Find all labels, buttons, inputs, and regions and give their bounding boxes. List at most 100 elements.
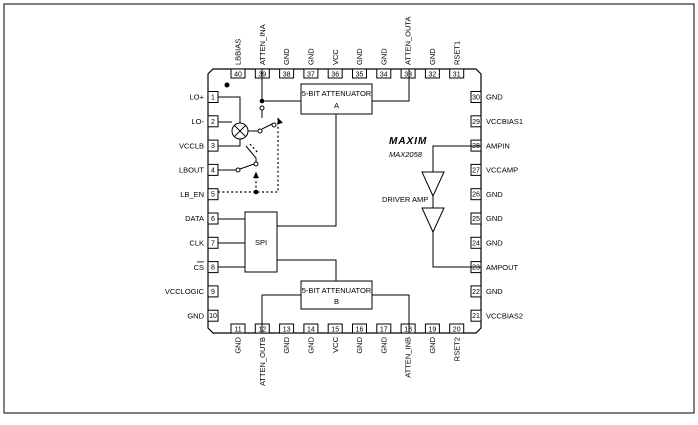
pin-17-box: [376, 323, 392, 334]
pin-label-lbbias: LBBIAS: [234, 39, 243, 65]
pin-label-rset1: RSET1: [452, 41, 461, 65]
pin-24-box: [470, 236, 482, 249]
pin-label-gnd: GND: [355, 48, 364, 65]
pin-label-data: DATA: [185, 214, 204, 223]
pin-label-gnd: GND: [355, 336, 364, 353]
pin-14-number: 14: [307, 326, 315, 333]
spi-label: SPI: [255, 238, 267, 247]
pin-label-atten-ina: ATTEN_INA: [258, 24, 267, 65]
pin-22-number: 22: [472, 289, 480, 296]
figure-frame: [3, 3, 695, 414]
lbout-switch-arm: [239, 163, 255, 170]
pin-label-gnd: GND: [486, 239, 503, 248]
pin-label-atten-outa: ATTEN_OUTA: [404, 17, 413, 65]
pin-label-gnd: GND: [234, 336, 243, 353]
pin-13-box: [279, 323, 295, 334]
atten-b-line2: B: [334, 297, 339, 306]
pin-15-number: 15: [331, 326, 339, 333]
pin-30-box: [470, 91, 482, 103]
wire-ampin: [432, 145, 481, 172]
mixer-cross: [233, 124, 247, 138]
pin-36: 36 VCC: [327, 49, 343, 79]
pin-34-box: [376, 68, 392, 79]
pin-17-number: 17: [380, 326, 388, 333]
pins-layer: 1LO+2LO-3VCCLB4LBOUT5LB_EN6DATA7CLK8CS9V…: [165, 17, 523, 387]
pin-33-box: [400, 68, 416, 79]
pin-35-box: [352, 68, 367, 79]
driver-amp-stage2: [421, 207, 445, 234]
pin-label-atten-outb: ATTEN_OUTB: [258, 337, 267, 386]
wire-atten-inb: [372, 294, 410, 333]
pin-30-number: 30: [472, 95, 480, 102]
pin-2-number: 2: [211, 119, 215, 126]
pin-24: 24 GND: [470, 236, 503, 249]
pin-label-lb-en: LB_EN: [180, 190, 204, 199]
pin-25-number: 25: [472, 216, 480, 223]
pin-11-box: [230, 323, 246, 334]
atten-b-line1: 5-BIT ATTENUATOR: [302, 286, 372, 295]
wire-vcclb: [218, 139, 241, 147]
pin-29-number: 29: [472, 119, 480, 126]
pin-label-gnd: GND: [486, 190, 503, 199]
pin-label-vcclb: VCCLB: [179, 141, 204, 150]
switch-contact-2: [271, 122, 277, 128]
pin-label-ampin: AMPIN: [486, 141, 510, 150]
wire-ampout: [432, 232, 481, 268]
pin-label-lo: LO-: [191, 117, 204, 126]
pin-label-gnd: GND: [307, 48, 316, 65]
pin-36-box: [327, 68, 343, 79]
pin-1: 1LO+: [190, 91, 219, 103]
atten-a-line2: A: [334, 101, 339, 110]
lbout-contact-2: [253, 161, 259, 167]
pin-38-box: [279, 68, 295, 79]
pin-10-box: [207, 309, 219, 322]
pin-20-number: 20: [453, 326, 461, 333]
pin-31-box: [449, 68, 465, 79]
pin-22-box: [470, 285, 482, 298]
pin-38-number: 38: [283, 71, 291, 78]
pin-26-box: [470, 188, 482, 201]
pin-18-number: 18: [404, 326, 412, 333]
pin-25-box: [470, 212, 482, 225]
pin-4-number: 4: [211, 167, 215, 174]
pin-label-gnd: GND: [379, 336, 388, 353]
pin-11-number: 11: [234, 326, 241, 333]
wire-atten-outa: [372, 69, 410, 102]
driver-amp-label: DRIVER AMP: [382, 195, 428, 204]
pin-label-rset2: RSET2: [452, 337, 461, 361]
pin-label-vcc: VCC: [331, 49, 340, 65]
pin-2-box: [207, 115, 219, 128]
wire-lo-plus: [218, 96, 241, 123]
pin-label-gnd: GND: [486, 214, 503, 223]
pin-1-number: 1: [211, 95, 215, 102]
pin-8: 8CS: [194, 261, 219, 274]
pin-35-number: 35: [356, 71, 364, 78]
pin-32: 32 GND: [424, 48, 440, 79]
pin-5: 5 LB_EN: [180, 188, 219, 201]
pin-label-vcc: VCC: [331, 336, 340, 352]
pin-24-number: 24: [472, 240, 480, 247]
pin-5-number: 5: [211, 192, 215, 199]
pin-label-gnd: GND: [428, 48, 437, 65]
pin-32-number: 32: [429, 71, 437, 78]
pin-9-number: 9: [211, 289, 215, 296]
pin-25: 25 GND: [470, 212, 503, 225]
pin-36-number: 36: [331, 71, 339, 78]
pin-26-number: 26: [472, 192, 480, 199]
